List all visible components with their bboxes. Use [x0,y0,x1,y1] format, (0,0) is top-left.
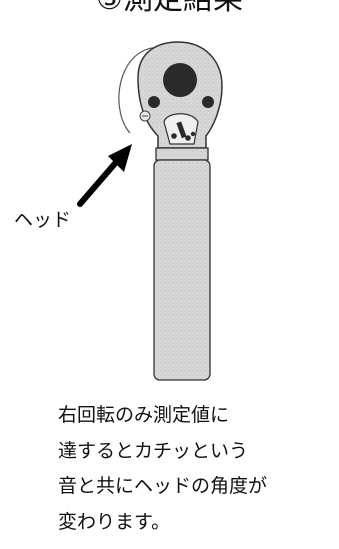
head-label: ヘッド [14,209,72,231]
torque-wrench-illustration [118,41,223,381]
ratchet-hole [163,63,197,97]
caption: 右回転のみ測定値に 達するとカチッという 音と共にヘッドの角度が 変わります。 [58,398,328,540]
caption-line: 達するとカチッという [58,439,249,462]
caption-line: 右回転のみ測定値に [58,404,230,426]
pin-left [148,96,160,108]
wrench-collar [155,147,209,161]
wrench-handle [153,159,211,381]
pin-right [202,96,214,108]
caption-line: 変わります。 [58,510,171,533]
page-title: ③測定結果 [0,0,339,18]
arrow-icon [77,144,132,207]
caption-line: 音と共にヘッドの角度が [58,475,268,497]
